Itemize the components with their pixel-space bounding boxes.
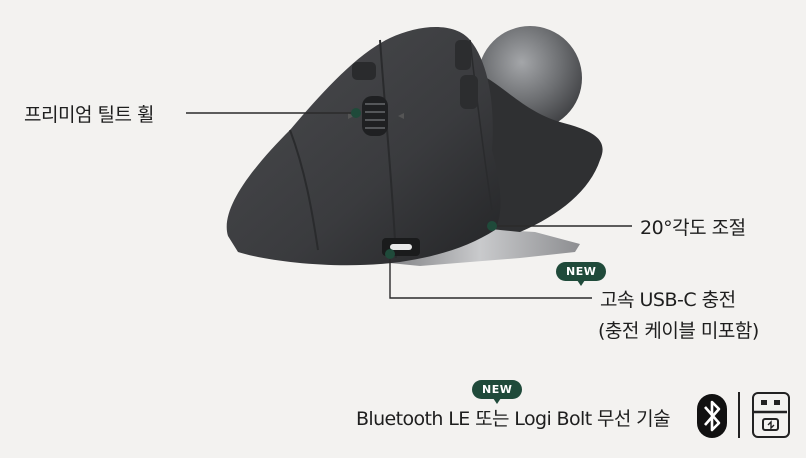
tilt-wheel-dot — [351, 108, 361, 118]
logi-bolt-receiver-icon — [752, 392, 790, 438]
usb-c-label: 고속 USB-C 충전 — [600, 289, 736, 311]
tilt-scroll-wheel — [362, 96, 388, 136]
side-button-forward — [455, 40, 471, 70]
side-button-back — [460, 75, 478, 109]
icon-divider — [738, 392, 740, 438]
base-plate — [380, 228, 580, 266]
cable-note-label: (충전 케이블 미포함) — [598, 320, 759, 342]
wireless-tech-text: Bluetooth LE 또는 Logi Bolt 무선 기술 — [356, 408, 671, 430]
usb-new-badge: NEW — [556, 262, 607, 286]
usb-dot — [385, 249, 395, 259]
mouse-body — [226, 27, 501, 266]
tilt-wheel-label: 프리미엄 틸트 휠 — [24, 104, 154, 126]
bluetooth-icon — [697, 394, 727, 438]
angle-label: 20°각도 조절 — [640, 217, 746, 239]
wireless-new-badge: NEW — [472, 380, 523, 404]
angle-dot — [487, 221, 497, 231]
precision-mode-button — [352, 62, 376, 80]
